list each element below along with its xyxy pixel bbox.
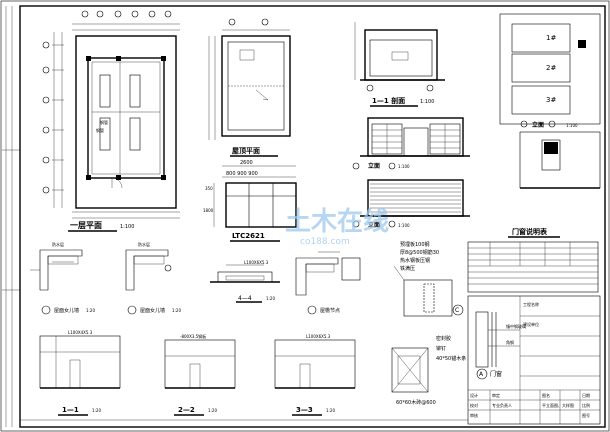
detail1-scale: 1:20 — [86, 308, 95, 313]
section-1-1: 1—1 剖面 1:100 — [354, 22, 445, 107]
door-window-table: 门窗说明表 — [467, 227, 599, 293]
detail2-label: 屋面女儿墙 — [140, 307, 165, 314]
tb-no: 图号 — [582, 412, 590, 418]
binding-margin — [2, 6, 20, 427]
watermark-sub: co188.com — [300, 237, 350, 247]
detail2-scale: 1:20 — [172, 308, 181, 313]
plate-note: 60*60木砖@600 — [396, 399, 436, 406]
tb-review: 审核 — [470, 412, 478, 418]
plan1-title: 一层平面 — [70, 221, 102, 230]
plan1-scale: 1:100 — [120, 224, 134, 230]
roof-plan: 屋顶平面 — [208, 18, 291, 157]
svg-text:L100X6X5.3: L100X6X5.3 — [306, 334, 331, 339]
l1-label: L100X6X5.3 — [244, 260, 269, 265]
circle-a: A — [479, 371, 484, 378]
elev-b-scale: 1:100 — [398, 223, 410, 228]
elev-c-scale: 1:100 — [566, 123, 578, 128]
elevation-a: 立面 1:100 — [352, 117, 470, 170]
tb-drawing: 图名 — [542, 392, 550, 398]
tb-client: 建设单位 — [523, 321, 539, 327]
frame-note: 角钢 — [506, 339, 514, 345]
note-line-1: 预埋板100钢 — [400, 241, 430, 248]
dim-h-lower: 1800 — [203, 208, 214, 213]
detail-c: 预埋板100钢 厚8@500钢筋30 热水钢板压钢 铁满压 C — [393, 241, 464, 317]
section-2-scale: 1:20 — [208, 408, 217, 413]
elevation-c: 立面 1:100 — [519, 120, 601, 189]
tb-date: 日期 — [582, 392, 590, 398]
inner-frame — [19, 5, 606, 428]
section11-title: 1—1 剖面 — [372, 96, 405, 105]
frame-anchor-detail: 密封胶 铆钉 40*50锚木条 60*60木砖@600 — [391, 335, 466, 406]
l3-label: -800X3.5钢板 — [180, 333, 206, 339]
title-block: 工程名称 建设单位 设计 校对 审核 审定 专业负责人 图名 平立面图、大样图 … — [467, 295, 601, 425]
note-line-2: 厚8@500钢筋30 — [400, 249, 439, 256]
watermark-main: 土木在线 — [285, 207, 389, 237]
svg-text:防水层: 防水层 — [138, 241, 150, 247]
section-2-2-detail: -800X3.5钢板 2—2 1:20 — [164, 333, 236, 416]
tb-scale: 比例 — [582, 402, 590, 408]
tb-project: 工程名称 — [523, 301, 539, 307]
detail-3: 屋檐节点 — [295, 251, 361, 315]
dim-total: 2600 — [240, 160, 253, 166]
tb-drawing-name: 平立面图、大样图 — [542, 402, 574, 408]
tb-approve: 审定 — [492, 392, 500, 398]
detail3-label: 屋檐节点 — [320, 307, 340, 314]
section-3-scale: 1:20 — [326, 408, 335, 413]
detail-1: 防水层 屋面女儿墙 1:20 — [30, 241, 95, 315]
ground-floor-plan: 钢管 钢管 一层平面 1:100 — [42, 10, 180, 232]
tb-design: 设计 — [470, 392, 478, 398]
section-2-label: 2—2 — [178, 406, 195, 414]
bolt-note-1: 铆钉 — [436, 345, 446, 352]
elev-a-title: 立面 — [368, 162, 380, 170]
detail44-label: 4—4 — [238, 295, 252, 302]
circle-c: C — [455, 307, 459, 314]
elev-c-title: 立面 — [532, 121, 544, 129]
section-1-1-detail: L100X4X5.3 1—1 1:20 — [39, 330, 121, 416]
watermark: 土木在线 co188.com — [285, 207, 389, 247]
detail1-label: 屋面女儿墙 — [54, 307, 79, 314]
window-code: LTC2621 — [232, 232, 265, 240]
section-1-label: 1—1 — [62, 406, 79, 414]
svg-text:钢管: 钢管 — [100, 119, 108, 125]
dim-parts: 800 900 900 — [226, 171, 258, 177]
tb-lead: 专业负责人 — [492, 402, 512, 408]
tb-check: 校对 — [470, 402, 478, 408]
keyplan-3: 3# — [546, 96, 556, 104]
keyplan-2: 2# — [546, 64, 556, 72]
door-table-title: 门窗说明表 — [512, 227, 548, 236]
elev-a-scale: 1:100 — [398, 164, 410, 169]
section-3-3-detail: L100X6X5.3 3—3 1:20 — [274, 334, 356, 416]
note-line-3: 热水钢板压钢 — [400, 257, 430, 264]
roof-title: 屋顶平面 — [232, 146, 260, 155]
l2-label: L100X4X5.3 — [68, 330, 93, 335]
detail-a-label: 门窗 — [490, 370, 502, 378]
dim-h-upper: 350 — [205, 186, 213, 191]
detail-4-4: L100X6X5.3 4—4 1:20 — [210, 260, 280, 303]
elevation-b: 立面 1:100 — [352, 179, 470, 229]
section11-scale: 1:100 — [420, 99, 434, 105]
detail-a: 镶中钢玻璃 角钢 A 门窗 — [475, 311, 526, 380]
key-plan: 1# 2# 3# — [499, 13, 601, 125]
bolt-note-2: 40*50锚木条 — [436, 355, 466, 362]
svg-text:钢管: 钢管 — [96, 127, 104, 133]
glass-note: 镶中钢玻璃 — [506, 323, 526, 329]
section-1-scale: 1:20 — [92, 408, 101, 413]
note-line-4: 铁满压 — [400, 265, 415, 272]
section-3-label: 3—3 — [296, 406, 313, 414]
bead-note: 密封胶 — [436, 335, 451, 342]
detail-2: 防水层 屋面女儿墙 1:20 — [125, 241, 181, 315]
elev-b-title: 立面 — [368, 221, 380, 229]
detail44-scale: 1:20 — [266, 296, 275, 301]
svg-text:防水层: 防水层 — [52, 241, 64, 247]
keyplan-1: 1# — [546, 34, 556, 42]
window-ltc2621: 2600 800 900 900 350 1800 LTC2621 — [203, 160, 297, 242]
